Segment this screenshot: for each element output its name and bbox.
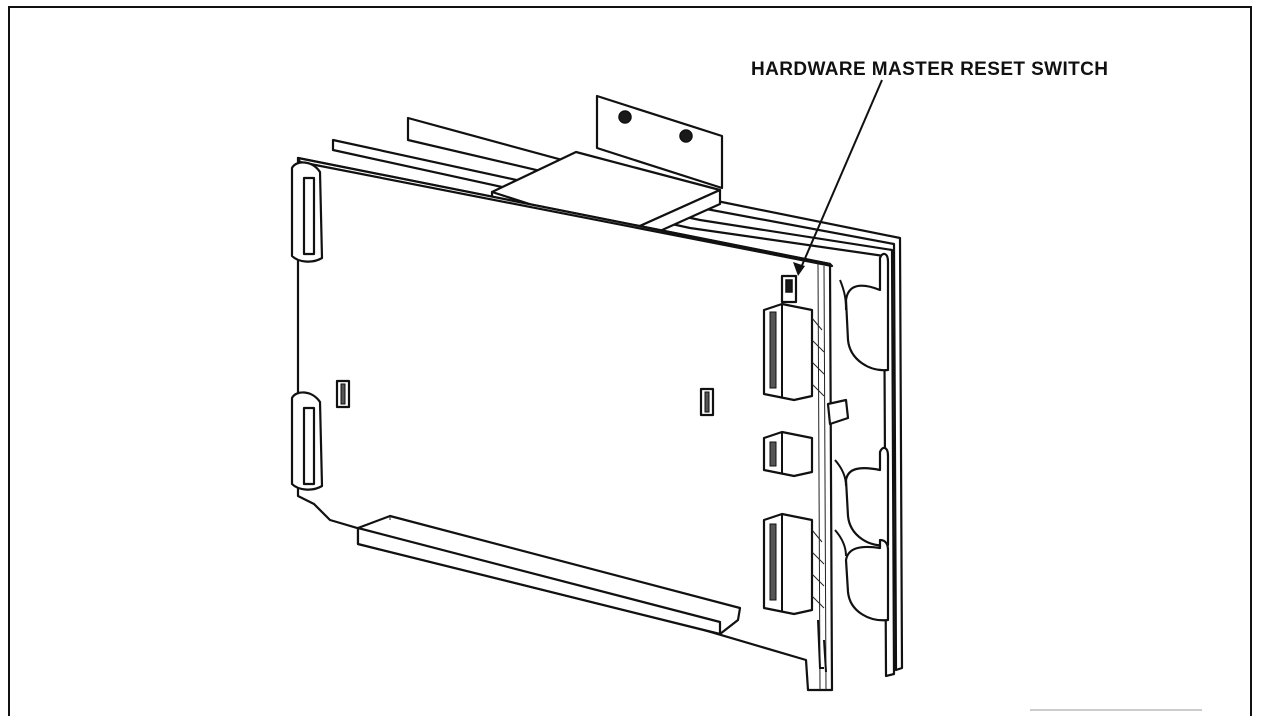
front-board xyxy=(296,156,834,692)
right-connectors xyxy=(762,302,850,616)
edge-connector xyxy=(356,514,742,636)
callout-leader-line xyxy=(799,79,883,271)
reset-switch xyxy=(780,274,798,304)
right-ribbon-cables xyxy=(834,252,890,622)
callout-arrowhead xyxy=(793,262,805,276)
callout-label: HARDWARE MASTER RESET SWITCH xyxy=(751,59,1109,80)
left-connectors xyxy=(290,161,324,491)
trailing-wires xyxy=(817,619,827,673)
rear-board xyxy=(331,116,904,678)
